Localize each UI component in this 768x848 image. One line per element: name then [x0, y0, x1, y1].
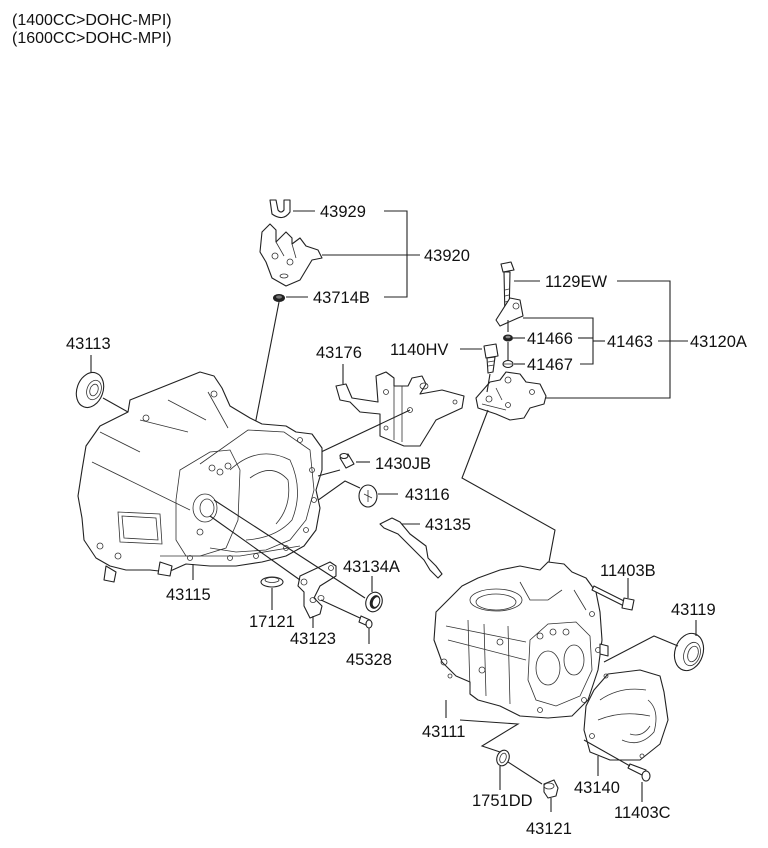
bracket-43123[interactable] — [297, 561, 337, 619]
label-41466: 41466 — [527, 330, 573, 348]
pin-1430JB[interactable] — [339, 452, 355, 469]
label-43115: 43115 — [166, 586, 211, 604]
oil-seal-43134A[interactable] — [363, 590, 385, 614]
engine-variant-1600cc: (1600CC>DOHC-MPI) — [12, 30, 172, 47]
clip-43929[interactable] — [269, 199, 291, 219]
oil-seal-43113[interactable] — [72, 369, 109, 412]
label-43714B: 43714B — [313, 289, 370, 307]
label-43140: 43140 — [574, 779, 620, 797]
engine-variant-1400cc: (1400CC>DOHC-MPI) — [12, 12, 172, 29]
seal-43116[interactable] — [358, 484, 378, 508]
label-43111: 43111 — [422, 723, 465, 741]
oil-seal-43119[interactable] — [670, 630, 708, 675]
label-41467: 41467 — [527, 356, 573, 374]
label-43176: 43176 — [316, 344, 362, 362]
bracket-43920[interactable] — [259, 223, 323, 287]
label-43929: 43929 — [320, 203, 366, 221]
bracket-41463[interactable] — [495, 297, 524, 327]
label-1751DD: 1751DD — [472, 792, 533, 810]
bolt-11403C[interactable] — [627, 763, 651, 782]
label-41463: 41463 — [607, 333, 653, 351]
label-43123: 43123 — [290, 630, 336, 648]
label-45328: 45328 — [346, 651, 392, 669]
lever-43135[interactable] — [379, 517, 443, 579]
nut-41467[interactable] — [502, 359, 514, 369]
label-11403C: 11403C — [614, 804, 671, 822]
label-43113: 43113 — [66, 335, 111, 353]
mount-bracket-43120A[interactable] — [475, 371, 547, 421]
label-43121: 43121 — [526, 820, 572, 838]
bolt-45328[interactable] — [358, 615, 373, 629]
clutch-housing-43115[interactable] — [77, 371, 323, 583]
label-43134A: 43134A — [343, 558, 400, 576]
label-43135: 43135 — [425, 516, 471, 534]
label-43119: 43119 — [671, 601, 716, 619]
seal-17121[interactable] — [260, 576, 284, 588]
transaxle-case-43111[interactable] — [433, 561, 609, 719]
bolt-1140HV[interactable] — [483, 343, 499, 374]
label-11403B: 11403B — [600, 562, 656, 580]
label-43920: 43920 — [424, 247, 470, 265]
gasket-1751DD[interactable] — [495, 748, 512, 767]
drain-plug-43121[interactable] — [543, 779, 559, 799]
end-cover-43140[interactable] — [583, 669, 669, 761]
label-43120A: 43120A — [690, 333, 747, 351]
grommet-43714B[interactable] — [273, 294, 285, 302]
bracket-43176[interactable] — [335, 371, 465, 447]
label-1140HV: 1140HV — [390, 341, 448, 359]
bolt-11403B[interactable] — [591, 585, 635, 611]
label-1430JB: 1430JB — [375, 455, 431, 473]
label-17121: 17121 — [249, 613, 295, 631]
label-1129EW: 1129EW — [545, 273, 607, 291]
label-43116: 43116 — [405, 486, 450, 504]
grommet-41466[interactable] — [503, 334, 513, 342]
